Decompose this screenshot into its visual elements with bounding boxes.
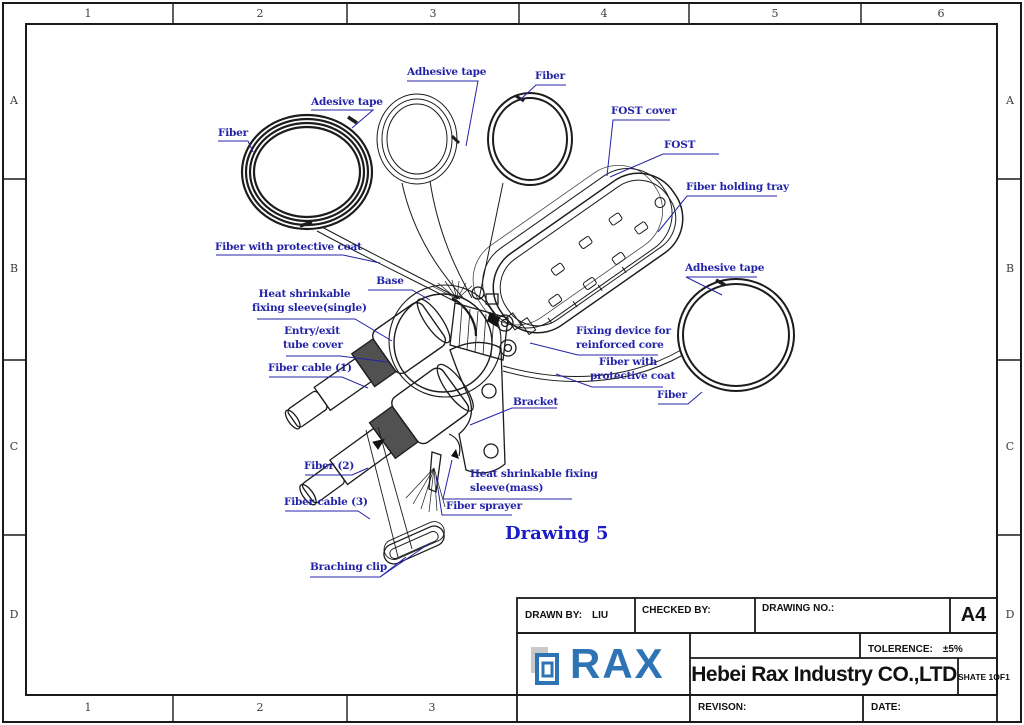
drawn-by-value: LIU: [592, 610, 609, 621]
title-block-grid: [516, 597, 998, 723]
date-label: DATE:: [871, 702, 901, 713]
rax-logo-icon: [531, 647, 559, 685]
callout-fiber-cable-3: Fiber cable (3): [284, 496, 368, 508]
fiber-coil-top-right: [487, 92, 573, 186]
closure-base: [388, 279, 517, 398]
callout-braching-clip: Braching clip: [310, 561, 387, 573]
callout-fost-cover: FOST cover: [611, 105, 677, 117]
fiber-coil-left: [240, 113, 374, 231]
braching-clip-part: [365, 426, 445, 565]
callout-fiber-protective-left: Fiber with protective coat: [215, 241, 362, 253]
checked-by-label: CHECKED BY:: [642, 605, 711, 616]
grid-col-label: 5: [771, 7, 779, 20]
grid-row-label: C: [9, 440, 19, 453]
grid-col-label: 6: [937, 7, 945, 20]
callout-fiber-cable-1: Fiber cable (1): [268, 362, 352, 374]
tolerance-label: TOLERENCE:: [868, 644, 933, 655]
callout-fiber-right: Fiber: [657, 389, 687, 401]
grid-row-label: A: [10, 94, 18, 107]
callout-fost: FOST: [664, 139, 696, 151]
callout-fiber-top: Fiber: [535, 70, 565, 82]
grid-col-label: 3: [428, 701, 436, 714]
drawing-number-title: Drawing 5: [505, 523, 609, 544]
grid-row-label: A: [1006, 94, 1014, 107]
callout-fiber-2: Fiber (2): [304, 460, 355, 472]
callout-adhesive-tape-top: Adhesive tape: [407, 66, 487, 78]
entry-exit-tube-1: [284, 298, 451, 430]
grid-row-label: D: [1005, 608, 1015, 621]
callout-fiber-left: Fiber: [218, 127, 248, 139]
callout-base: Base: [376, 275, 404, 287]
fiber-sprayer-part: [405, 433, 461, 513]
grid-col-label: 1: [84, 7, 92, 20]
callout-fiber-sprayer: Fiber sprayer: [446, 500, 522, 512]
company-name: Hebei Rax Industry CO.,LTD: [691, 663, 957, 686]
fiber-coil-middle: [376, 93, 461, 185]
fiber-coil-right: [677, 278, 795, 392]
fiber-fan: [431, 279, 473, 300]
tolerance-cell: TOLERENCE: ±5%: [868, 639, 963, 657]
grid-col-label: 4: [600, 7, 608, 20]
callout-bracket: Bracket: [513, 396, 559, 408]
callout-leader-lines: [216, 80, 777, 578]
grid-row-label: B: [1005, 262, 1015, 275]
drawn-by-label: DRAWN BY:: [525, 610, 583, 621]
grid-col-label: 1: [84, 701, 92, 714]
fiber-strands: [316, 180, 684, 382]
sheet-number: SHATE 1OF1: [958, 672, 1010, 682]
grid-col-label: 2: [256, 7, 264, 20]
callout-adhesive-tape-right: Adhesive tape: [685, 262, 765, 274]
drawn-by-cell: DRAWN BY: LIU: [525, 605, 608, 623]
callout-fiber-holding-tray: Fiber holding tray: [686, 181, 789, 193]
rax-logo: RAX: [528, 639, 688, 693]
rax-logo-text: RAX: [570, 640, 665, 687]
drawing-no-label: DRAWING NO.:: [762, 603, 835, 614]
bracket-plate: [449, 341, 506, 474]
grid-col-label: 3: [429, 7, 437, 20]
tolerance-value: ±5%: [942, 644, 963, 655]
grid-col-label: 2: [256, 701, 264, 714]
callout-adesive-tape: Adesive tape: [311, 96, 383, 108]
grid-row-label: D: [9, 608, 19, 621]
frame-ruler-ticks: [3, 3, 1021, 722]
grid-row-label: C: [1005, 440, 1015, 453]
fost-tray: [472, 164, 684, 336]
grid-row-label: B: [9, 262, 19, 275]
paper-size: A4: [960, 604, 987, 626]
revision-label: REVISON:: [698, 702, 747, 713]
